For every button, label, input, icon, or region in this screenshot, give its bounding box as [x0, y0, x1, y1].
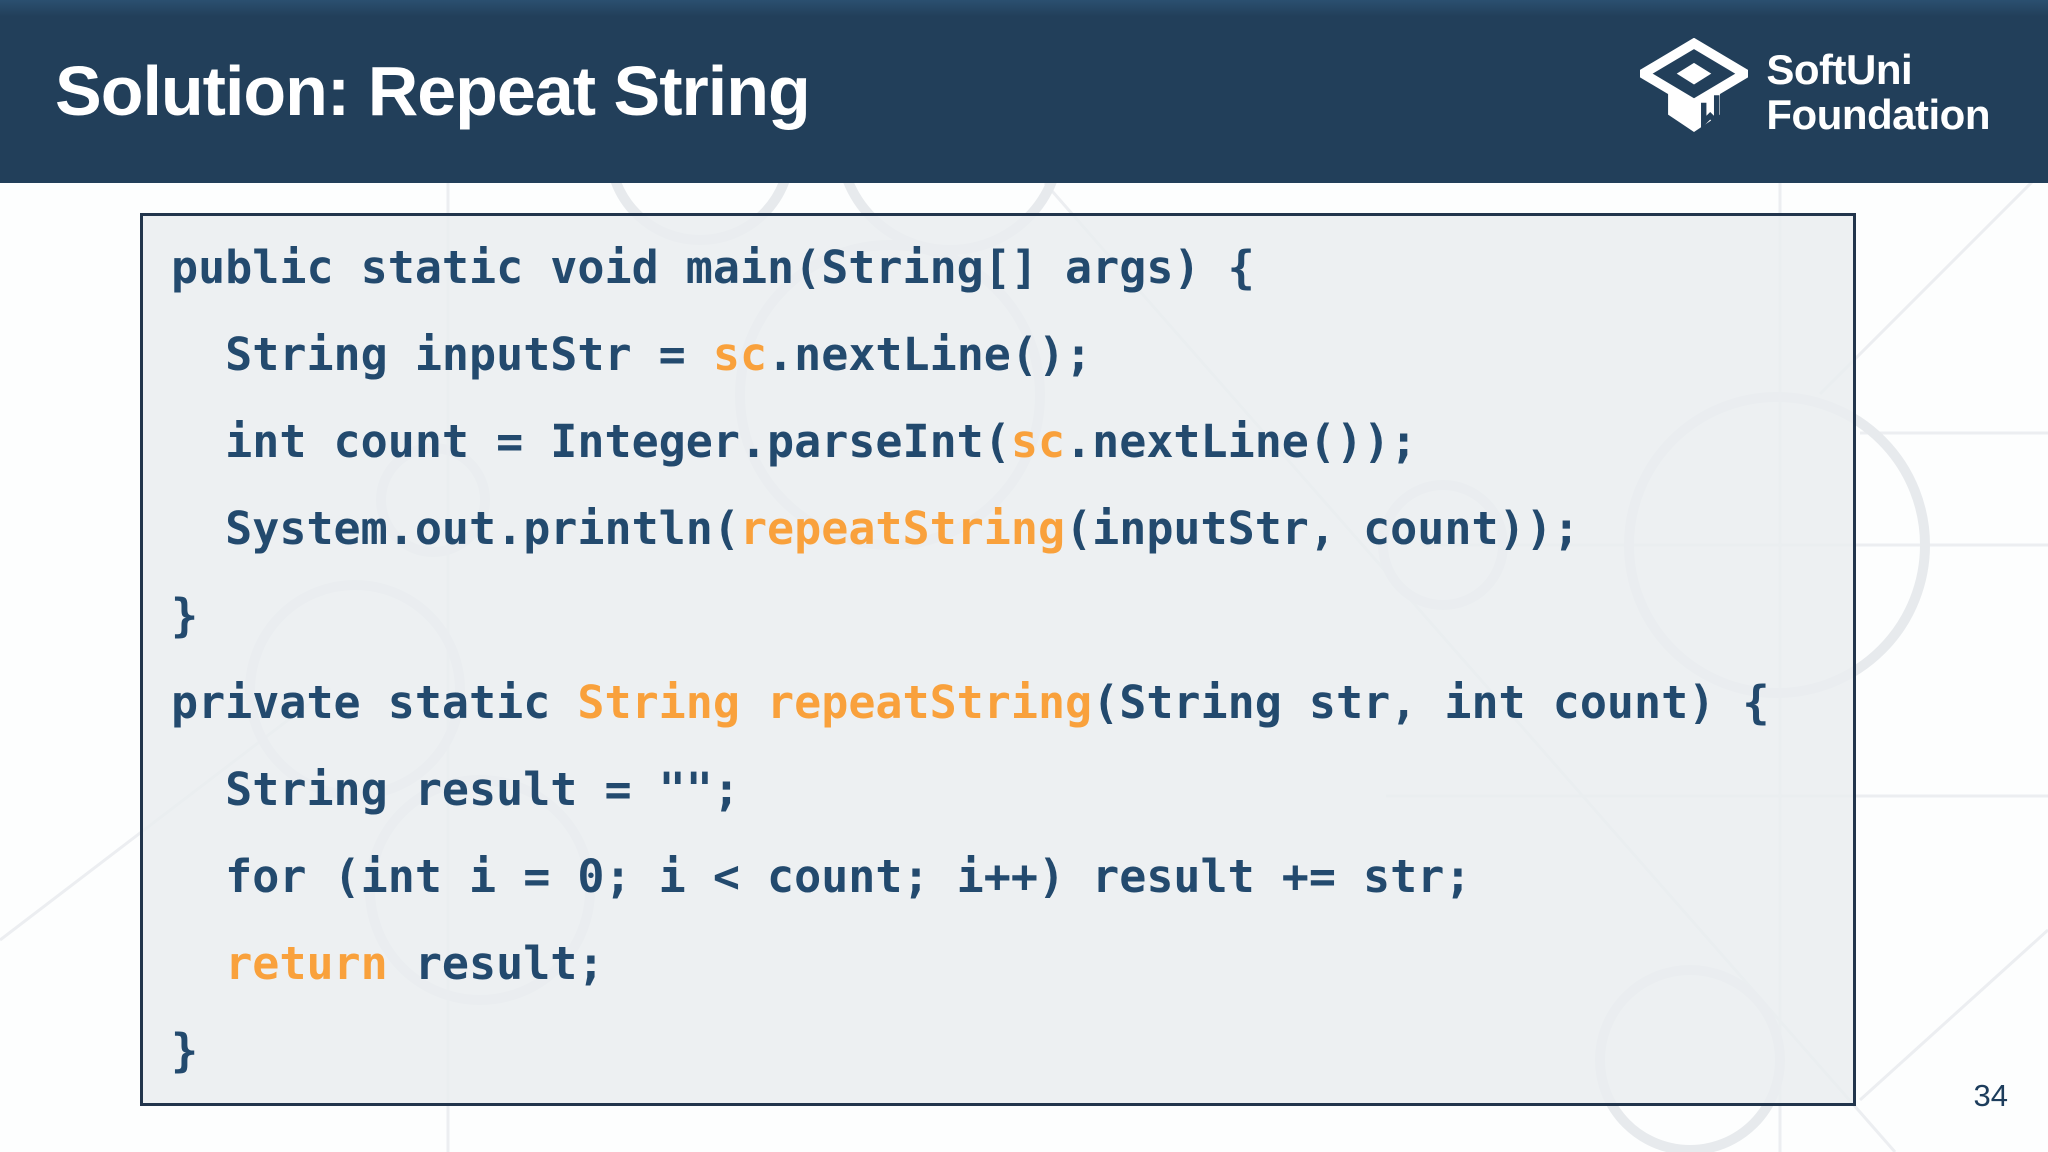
code-token	[171, 937, 225, 990]
code-token: String inputStr =	[171, 328, 713, 381]
code-line: int count = Integer.parseInt(sc.nextLine…	[171, 398, 1853, 485]
code-line: }	[171, 1007, 1853, 1094]
code-token: (String str, int count) {	[1092, 676, 1770, 729]
softuni-foundation-logo: SoftUni Foundation	[1640, 37, 2048, 146]
code-block: public static void main(String[] args) {…	[140, 213, 1856, 1106]
code-token-accent: repeatString	[739, 502, 1066, 555]
logo-line-2: Foundation	[1766, 90, 1990, 138]
code-token: public static void main(String[] args) {	[171, 241, 1255, 294]
code-token: result;	[387, 937, 605, 990]
code-token-accent: String repeatString	[577, 676, 1093, 729]
graduation-cap-icon	[1640, 37, 1749, 132]
page-number: 34	[1973, 1078, 2008, 1113]
code-token: System.out.println(	[171, 502, 740, 555]
code-line: return result;	[171, 920, 1853, 1007]
page-title: Solution: Repeat String	[55, 52, 811, 130]
code-token: String result = "";	[171, 763, 740, 816]
code-token: }	[171, 1024, 199, 1077]
code-token: (inputStr, count));	[1065, 502, 1580, 555]
code-token: }	[171, 589, 199, 642]
code-line: for (int i = 0; i < count; i++) result +…	[171, 833, 1853, 920]
code-token: .nextLine();	[767, 328, 1093, 381]
code-token: int count = Integer.parseInt(	[171, 415, 1011, 468]
code-line: }	[171, 572, 1853, 659]
header-bar: Solution: Repeat String SoftUni Foundati…	[0, 0, 2048, 183]
logo-wordmark: SoftUni Foundation	[1766, 47, 1990, 137]
code-token-accent: return	[225, 937, 388, 990]
logo-line-1: SoftUni	[1766, 45, 1913, 93]
code-token: for (int i = 0; i < count; i++) result +…	[171, 850, 1472, 903]
code-line: String inputStr = sc.nextLine();	[171, 311, 1853, 398]
code-token-accent: sc	[712, 328, 768, 381]
code-token: .nextLine());	[1065, 415, 1418, 468]
code-line: String result = "";	[171, 746, 1853, 833]
code-line: public static void main(String[] args) {	[171, 224, 1853, 311]
code-token: private static	[171, 676, 578, 729]
code-line: System.out.println(repeatString(inputStr…	[171, 485, 1853, 572]
code-line: private static String repeatString(Strin…	[171, 659, 1853, 746]
code-token-accent: sc	[1010, 415, 1066, 468]
